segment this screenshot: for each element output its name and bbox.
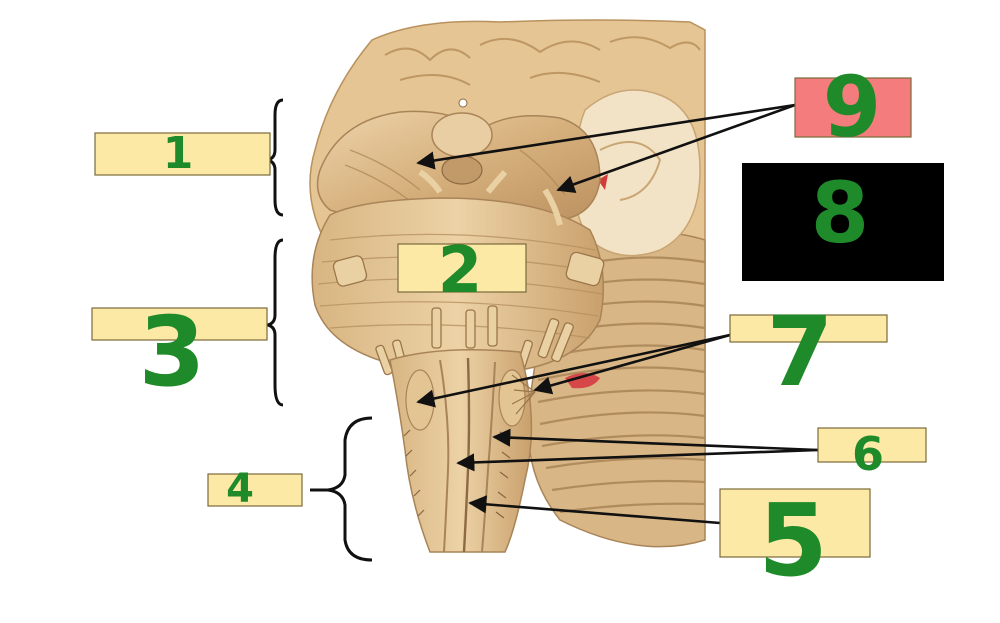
label-number-2: 2: [438, 234, 483, 308]
label-number-8: 8: [811, 164, 869, 262]
label-box-2[interactable]: [397, 243, 527, 293]
label-box-4[interactable]: [207, 473, 303, 507]
arrow-6a: [492, 428, 819, 452]
label-box-1[interactable]: [94, 132, 271, 176]
arrow-9b: [556, 103, 796, 194]
label-box-7[interactable]: [729, 314, 888, 343]
arrow-7a: [416, 333, 731, 408]
arrow-6b: [456, 448, 819, 472]
label-box-3[interactable]: [91, 307, 268, 341]
label-boxes: [91, 77, 944, 558]
label-number-1: 1: [163, 128, 194, 179]
label-number-5: 5: [758, 482, 828, 599]
label-number-9: 9: [823, 58, 881, 156]
label-number-3: 3: [139, 296, 206, 408]
label-box-6[interactable]: [817, 427, 927, 463]
arrow-5: [468, 495, 721, 525]
bracket-3: [262, 238, 284, 407]
leader-lines: [416, 103, 819, 525]
bracket-4: [310, 416, 373, 562]
label-box-8[interactable]: [742, 163, 944, 281]
label-number-6: 6: [852, 427, 884, 481]
handwritten-labels: 1 2 3 4 5 6 7 8 9: [139, 58, 884, 599]
label-box-9[interactable]: [794, 77, 912, 138]
label-number-7: 7: [767, 296, 834, 408]
label-number-4: 4: [226, 466, 254, 512]
arrow-7b: [533, 333, 731, 395]
label-box-5[interactable]: [719, 488, 871, 558]
arrow-9a: [416, 103, 796, 170]
